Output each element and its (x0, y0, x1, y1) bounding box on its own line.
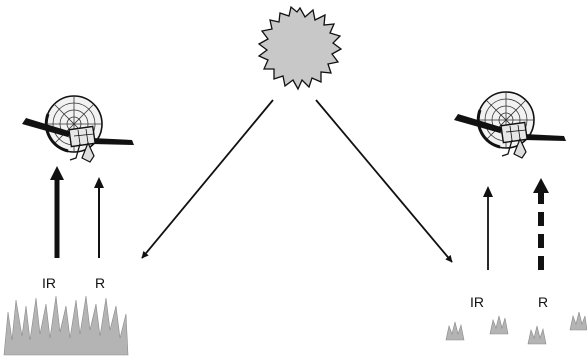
sparse-grass-icon (446, 312, 587, 344)
dense-grass-icon (4, 296, 128, 355)
left-r-reflectance-arrow (94, 177, 104, 258)
right-ir-label: IR (470, 295, 484, 309)
left-ir-reflectance-arrow (50, 166, 64, 258)
right-ir-reflectance-arrow (483, 186, 493, 270)
right-satellite-icon (454, 92, 566, 158)
right-r-reflectance-arrow-dashed (533, 178, 549, 270)
left-satellite-icon (22, 96, 134, 162)
left-incoming-ray (142, 100, 273, 258)
left-ir-label: IR (42, 276, 56, 290)
right-r-label: R (538, 295, 548, 309)
right-incoming-ray (316, 100, 452, 262)
sun-icon (259, 7, 341, 89)
left-r-label: R (95, 276, 105, 290)
